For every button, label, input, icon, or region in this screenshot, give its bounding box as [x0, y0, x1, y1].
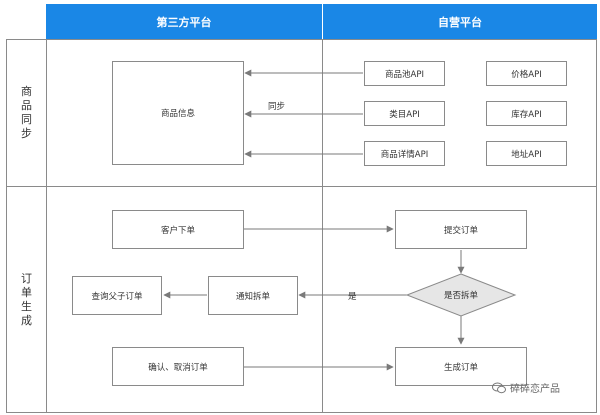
is-split-label: 是否拆单: [443, 291, 478, 301]
product-info-box: 商品信息: [112, 61, 244, 165]
split-decision-diamond: [405, 273, 517, 317]
lane-char: 同: [21, 113, 32, 126]
customer-order-label: 客户下单: [160, 225, 195, 236]
stock-api-box: 库存API: [486, 101, 567, 126]
watermark-text: 碎碎恋产品: [510, 384, 560, 395]
lane-char: 品: [21, 99, 32, 112]
diagram-frame: [6, 39, 597, 413]
query-parent-child-orders-box: 查询父子订单: [72, 276, 162, 315]
detail-api-box: 商品详情API: [364, 141, 445, 166]
lane-char: 生: [21, 299, 32, 313]
sync-arrow-label: 同步: [268, 102, 286, 112]
price-api-box: 价格API: [486, 61, 567, 86]
lane-char: 订: [21, 271, 32, 285]
confirm-cancel-order-box: 确认、取消订单: [112, 347, 244, 386]
lane-label-order-generation: 订 单 生 成: [7, 187, 46, 412]
customer-order-box: 客户下单: [112, 210, 244, 249]
generate-order-label: 生成订单: [443, 362, 478, 373]
third-party-platform-header: 第三方平台: [46, 4, 322, 39]
yes-arrow-label: 是: [348, 292, 357, 302]
stock-api-label: 库存API: [511, 109, 542, 120]
submit-order-box: 提交订单: [395, 210, 527, 249]
pool-api-label: 商品池API: [385, 69, 424, 80]
category-api-label: 类目API: [389, 109, 420, 120]
category-api-box: 类目API: [364, 101, 445, 126]
generate-order-box: 生成订单: [395, 347, 527, 386]
notify-split-label: 通知拆单: [235, 291, 270, 302]
self-operated-platform-title: 自营平台: [438, 15, 482, 29]
address-api-box: 地址API: [486, 141, 567, 166]
detail-api-label: 商品详情API: [380, 149, 429, 160]
lane-label-product-sync: 商 品 同 步: [7, 40, 46, 186]
product-info-label: 商品信息: [160, 109, 195, 119]
address-api-label: 地址API: [511, 149, 542, 160]
watermark: 碎碎恋产品: [492, 380, 560, 395]
lane-char: 商: [21, 85, 32, 98]
confirm-cancel-label: 确认、取消订单: [148, 362, 208, 373]
third-party-platform-title: 第三方平台: [156, 15, 212, 29]
lane-char: 单: [21, 285, 32, 299]
query-orders-label: 查询父子订单: [91, 291, 143, 302]
lane-char: 成: [21, 313, 32, 327]
pool-api-box: 商品池API: [364, 61, 445, 86]
self-operated-platform-header: 自营平台: [323, 4, 597, 39]
notify-split-box: 通知拆单: [208, 276, 298, 315]
price-api-label: 价格API: [511, 69, 542, 80]
submit-order-label: 提交订单: [443, 225, 478, 236]
wechat-icon: [492, 382, 506, 393]
lane-char: 步: [21, 127, 32, 140]
